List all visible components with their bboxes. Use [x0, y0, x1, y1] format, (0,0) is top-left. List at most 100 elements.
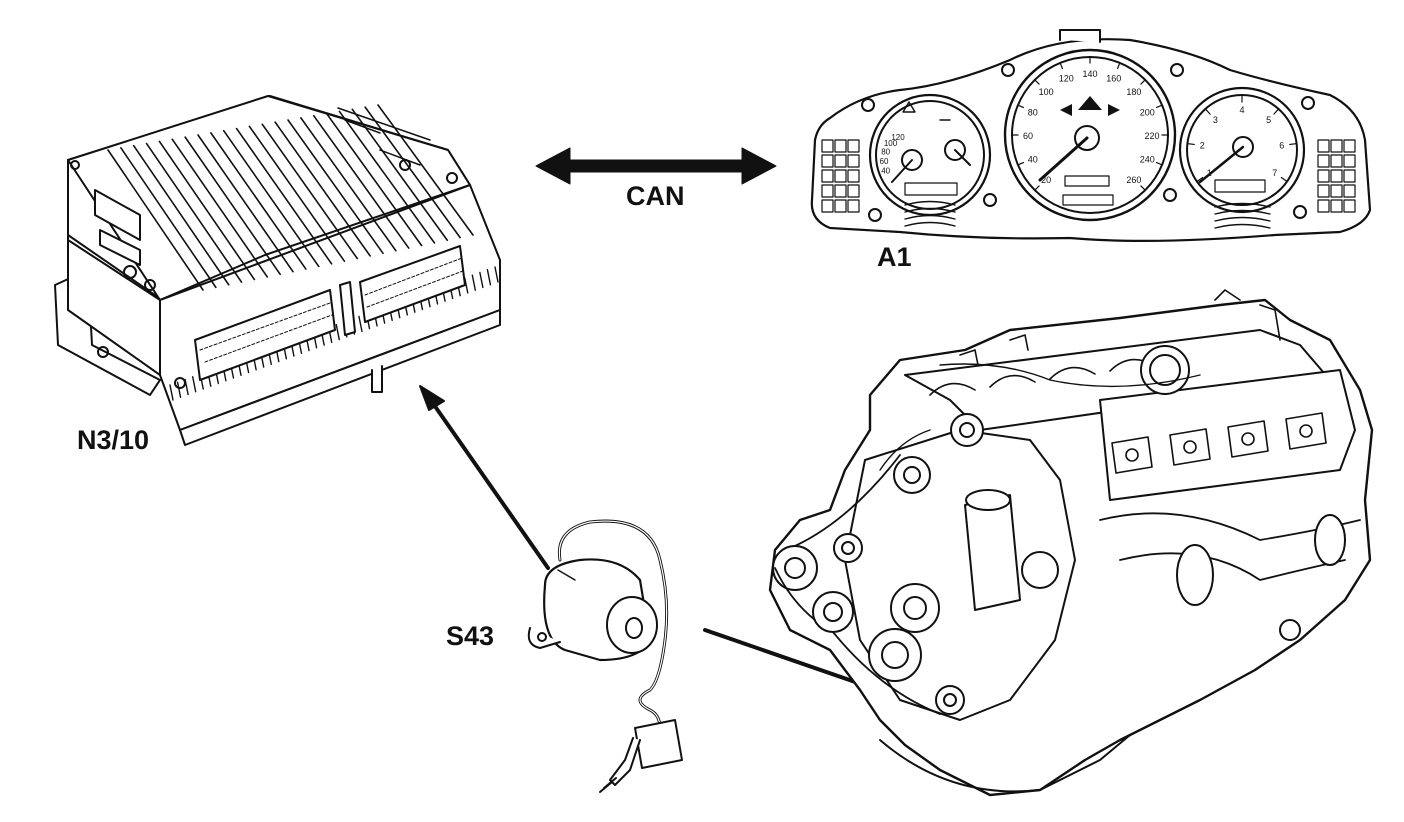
button-pad	[821, 154, 834, 168]
button-pad	[1343, 139, 1356, 153]
left-gauge-tick-label: 40	[881, 167, 890, 176]
speedo-tick	[1034, 185, 1040, 191]
button-pad	[1330, 184, 1343, 198]
button-pad	[1317, 169, 1330, 183]
speedo-tick-label: 180	[1126, 87, 1141, 97]
button-pad	[1343, 154, 1356, 168]
valve-cover-ridge	[1049, 366, 1096, 380]
speedo-tick-label: 20	[1041, 175, 1051, 185]
button-pad	[834, 154, 847, 168]
left-gauge-tick-label: 60	[880, 157, 889, 166]
button-pad	[847, 199, 860, 213]
engine-illustration	[768, 289, 1374, 797]
speedo-tick	[1155, 104, 1163, 109]
left-gauge-tick-label: 100	[884, 139, 898, 148]
left-gauge-tick-label: 80	[881, 147, 890, 156]
button-pad	[821, 184, 834, 198]
button-pad	[1330, 154, 1343, 168]
button-pad	[1317, 199, 1330, 213]
sensor-label: S43	[446, 621, 494, 651]
fin-line	[120, 147, 217, 289]
tacho-tick-label: 2	[1200, 140, 1205, 150]
fin-line	[235, 127, 333, 265]
signal-arrow	[419, 385, 550, 570]
tacho-tick	[1196, 176, 1204, 183]
front-fin-line	[169, 384, 174, 401]
valve-cover-ridge	[989, 374, 1036, 388]
speedo-tick-label: 40	[1028, 155, 1038, 165]
button-pad	[1343, 169, 1356, 183]
speedo-tick-label: 240	[1140, 155, 1155, 165]
fin-line	[287, 119, 384, 255]
speedo-tick-label: 80	[1028, 107, 1038, 117]
left-gauge-tick-label: 120	[891, 133, 905, 142]
tacho-tick-label: 3	[1213, 115, 1218, 125]
fin-line	[300, 117, 397, 252]
speedo-tick	[1017, 104, 1025, 109]
fin-line	[210, 132, 307, 270]
speedo-tick	[1116, 62, 1121, 70]
button-pad	[1330, 199, 1343, 213]
tacho-tick	[1186, 143, 1195, 146]
can-bus-label: CAN	[626, 181, 685, 211]
speedo-tick-label: 160	[1106, 74, 1121, 84]
ignition-coil	[1169, 428, 1211, 466]
button-pad	[821, 139, 834, 153]
instrument-cluster-label: A1	[877, 242, 912, 272]
speedo-tick	[1017, 161, 1025, 166]
tacho-tick-label: 7	[1272, 168, 1277, 178]
fin-line	[222, 129, 320, 268]
valve-cover-ridge	[929, 382, 976, 396]
fin-line	[351, 108, 449, 242]
fin-line	[312, 114, 410, 249]
button-pad	[1343, 184, 1356, 198]
front-fin-line	[486, 269, 492, 286]
ignition-coil	[1227, 420, 1269, 458]
tacho-tick	[1273, 108, 1280, 115]
fin-line	[107, 149, 204, 291]
speedo-tick	[1140, 79, 1146, 85]
button-pad	[834, 199, 847, 213]
speedo-tick-label: 120	[1059, 74, 1074, 84]
control-unit-label: N3/10	[77, 425, 149, 455]
speedo-tick	[1059, 62, 1064, 70]
button-pad	[834, 169, 847, 183]
button-pad	[1330, 139, 1343, 153]
can-bus-arrow	[535, 147, 777, 185]
ignition-coil-cap	[1125, 448, 1139, 462]
speedo-tick	[1140, 185, 1146, 191]
tacho-tick-label: 4	[1239, 105, 1244, 115]
control-unit-illustration	[54, 95, 501, 446]
tacho-tick-label: 5	[1266, 115, 1271, 125]
button-pad	[847, 139, 860, 153]
ignition-coil-cap	[1183, 440, 1197, 454]
front-fin-line	[335, 323, 340, 341]
front-fin-line	[479, 271, 484, 289]
button-pad	[834, 184, 847, 198]
speedo-tick-label: 200	[1140, 107, 1155, 117]
front-fin-line	[471, 274, 477, 291]
button-pad	[847, 154, 860, 168]
tacho-tick-label: 1	[1207, 168, 1212, 178]
fin-line	[197, 134, 294, 273]
ignition-coil-cap	[1299, 424, 1313, 438]
fin-line	[261, 123, 359, 260]
fin-line	[338, 110, 436, 244]
ignition-coil-cap	[1241, 432, 1255, 446]
button-pad	[1317, 154, 1330, 168]
button-pad	[1330, 169, 1343, 183]
ignition-coil	[1111, 436, 1153, 474]
button-pad	[1317, 139, 1330, 153]
sensor-illustration	[527, 519, 683, 793]
button-pad	[821, 169, 834, 183]
fin-line	[145, 142, 243, 283]
speedo-tick-label: 220	[1144, 131, 1159, 141]
fin-line	[325, 112, 423, 247]
button-pad	[1343, 199, 1356, 213]
tacho-tick	[1289, 143, 1298, 146]
tacho-tick-label: 6	[1279, 140, 1284, 150]
ignition-coil	[1285, 412, 1327, 450]
fin-line	[274, 121, 371, 257]
